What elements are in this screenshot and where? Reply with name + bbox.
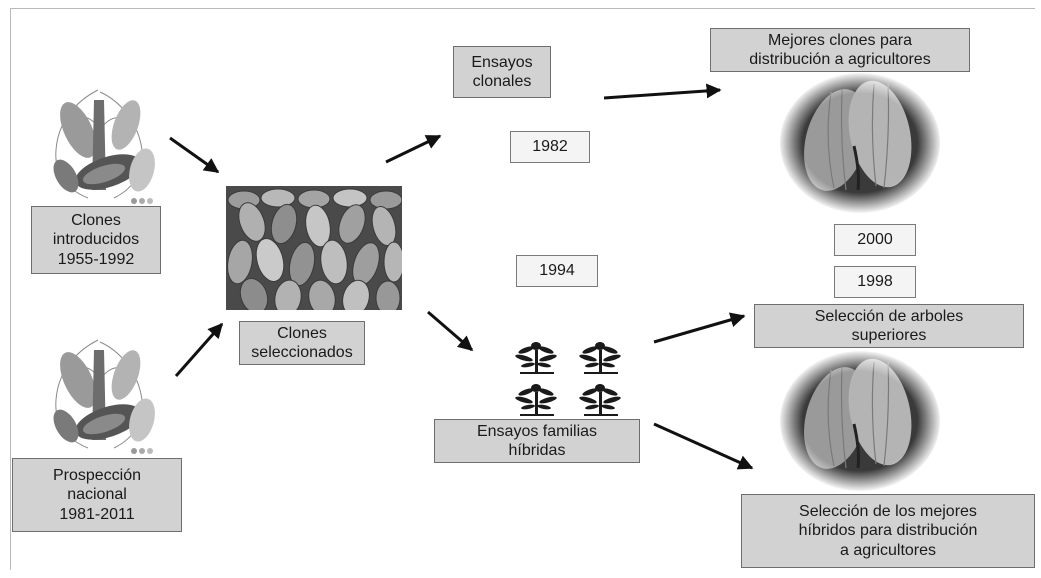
year-1982-box: 1982: [510, 131, 590, 163]
ensayos-familias-hibridas-box: Ensayos familias híbridas: [434, 419, 640, 463]
prospeccion-nacional-box: Prospección nacional 1981-2011: [12, 458, 182, 532]
cacao-pods-pile-photo: [226, 186, 402, 310]
mejores-clones-box: Mejores clones para distribución a agric…: [710, 28, 970, 72]
ensayos-clonales-box: Ensayos clonales: [453, 46, 551, 98]
seleccion-hibridos-box: Selección de los mejores híbridos para d…: [741, 494, 1035, 568]
frame-top-line: [10, 8, 1035, 9]
year-1998-box: 1998: [834, 266, 916, 298]
hybrid-seedlings-icon: [514, 342, 622, 416]
arrow-clonales-to-mejores-clones: [603, 83, 722, 100]
arrow-seleccionados-to-familias: [427, 310, 474, 352]
year-2000-box: 2000: [834, 224, 916, 256]
cacao-tree-illustration-bottom: [53, 339, 155, 454]
clones-introducidos-box: Clones introducidos 1955-1992: [31, 206, 161, 274]
cacao-tree-illustration-top: [53, 89, 155, 204]
frame-left-line: [10, 8, 11, 570]
seleccion-arboles-box: Selección de arboles superiores: [754, 304, 1024, 348]
cacao-pod-circle-photo-top: [778, 72, 942, 214]
clones-seleccionados-box: Clones seleccionados: [239, 321, 365, 365]
arrow-introducidos-to-seleccionados: [169, 136, 220, 174]
year-1994-box: 1994: [516, 255, 598, 287]
arrow-seleccionados-to-clonales: [385, 134, 442, 164]
cacao-pod-circle-photo-bottom: [778, 350, 942, 492]
arrow-familias-to-hibridos: [653, 422, 754, 470]
arrow-prospeccion-to-seleccionados: [174, 322, 224, 377]
arrow-familias-to-arboles: [653, 312, 746, 344]
